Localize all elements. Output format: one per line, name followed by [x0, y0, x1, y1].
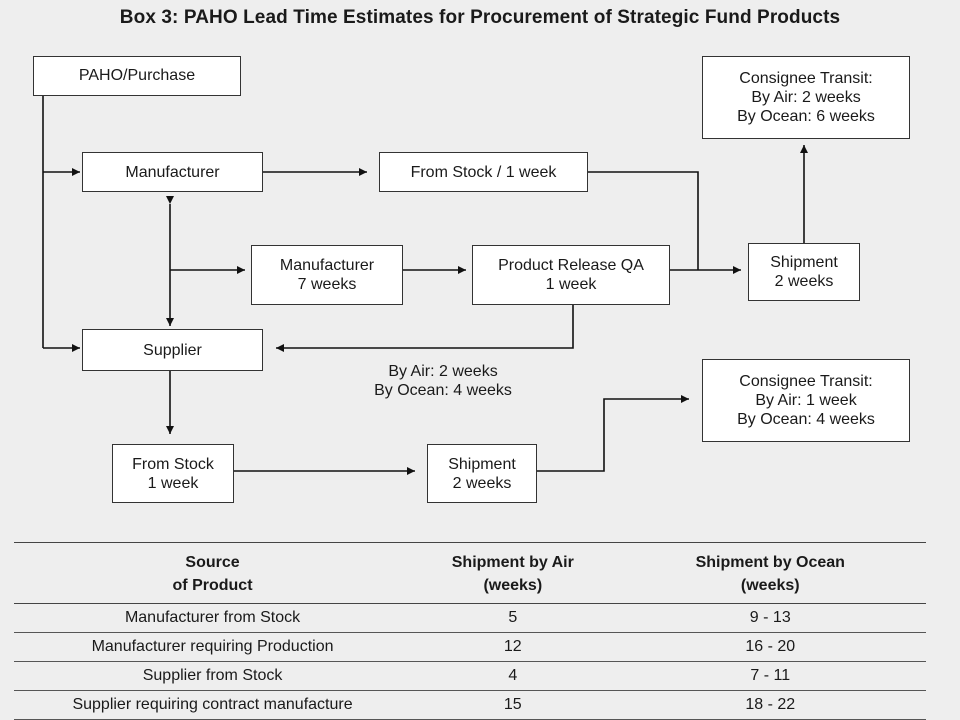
cell-ocean: 16 - 20 — [614, 632, 926, 662]
box-line: 1 week — [545, 276, 597, 293]
box-line: Shipment — [448, 455, 516, 473]
header-line: of Product — [172, 577, 253, 594]
cell-source: Supplier requiring contract manufacture — [14, 690, 412, 720]
cell-ocean: 18 - 22 — [614, 690, 926, 720]
supplier-transit-note: By Air: 2 weeks By Ocean: 4 weeks — [348, 362, 538, 400]
box-shipment-bottom: Shipment 2 weeks — [427, 444, 537, 503]
header-line: Shipment by Ocean — [695, 554, 845, 571]
cell-ocean: 9 - 13 — [614, 603, 926, 633]
box-line: From Stock — [132, 455, 214, 473]
box-line: By Ocean: 6 weeks — [737, 108, 875, 125]
box-line: Consignee Transit: — [739, 70, 873, 87]
table-row: Manufacturer from Stock 5 9 - 13 — [14, 603, 926, 633]
box-line: By Air: 2 weeks — [751, 89, 861, 106]
box-line: 2 weeks — [452, 474, 512, 492]
header-line: (weeks) — [740, 577, 800, 594]
header-line: Source — [185, 554, 240, 571]
box-line: From Stock / 1 week — [410, 163, 557, 181]
cell-ocean: 7 - 11 — [614, 661, 926, 691]
header-line: (weeks) — [483, 577, 543, 594]
box-line: Manufacturer — [125, 163, 220, 181]
note-line: By Ocean: 4 weeks — [374, 382, 512, 399]
box-line: Product Release QA — [498, 257, 644, 274]
note-line: By Air: 2 weeks — [388, 363, 498, 380]
box-line: 2 weeks — [774, 273, 834, 290]
box-manufacturer-7-weeks: Manufacturer 7 weeks — [251, 245, 403, 305]
header-source: Source of Product — [14, 542, 412, 604]
box-line: Supplier — [143, 341, 202, 359]
box-manufacturer: Manufacturer — [82, 152, 263, 192]
box-line: 1 week — [147, 474, 199, 492]
box-paho-purchase: PAHO/Purchase — [33, 56, 241, 96]
box-from-stock-supplier: From Stock 1 week — [112, 444, 234, 503]
header-ocean: Shipment by Ocean (weeks) — [614, 542, 926, 604]
box-product-release-qa: Product Release QA 1 week — [472, 245, 670, 305]
cell-source: Manufacturer requiring Production — [14, 632, 412, 662]
box-consignee-transit-top: Consignee Transit: By Air: 2 weeks By Oc… — [702, 56, 910, 139]
cell-air: 12 — [411, 632, 615, 662]
table-row: Supplier from Stock 4 7 - 11 — [14, 661, 926, 691]
box-supplier: Supplier — [82, 329, 263, 371]
box-line: PAHO/Purchase — [78, 67, 196, 84]
table-header-row: Source of Product Shipment by Air (weeks… — [14, 542, 926, 604]
cell-air: 5 — [411, 603, 615, 633]
box-line: By Air: 1 week — [755, 392, 857, 409]
box-line: By Ocean: 4 weeks — [737, 411, 875, 428]
lead-time-table: Source of Product Shipment by Air (weeks… — [14, 542, 926, 720]
arrow-shipment-to-consignee-bottom — [537, 395, 689, 472]
box-line: Shipment — [770, 254, 838, 271]
box-line: 7 weeks — [297, 276, 357, 293]
box-shipment-top: Shipment 2 weeks — [748, 243, 860, 301]
page-title: Box 3: PAHO Lead Time Estimates for Proc… — [119, 7, 841, 28]
arrow-qa-to-supplier — [276, 304, 574, 352]
cell-air: 15 — [411, 690, 615, 720]
cell-source: Manufacturer from Stock — [14, 603, 412, 633]
header-line: Shipment by Air — [451, 554, 574, 571]
table-row: Manufacturer requiring Production 12 16 … — [14, 632, 926, 662]
cell-source: Supplier from Stock — [14, 661, 412, 691]
connector-from-stock-to-shipment — [588, 171, 699, 270]
box-consignee-transit-bottom: Consignee Transit: By Air: 1 week By Oce… — [702, 359, 910, 442]
box-line: Manufacturer — [279, 257, 375, 274]
box-line: Consignee Transit: — [739, 373, 873, 390]
table-row: Supplier requiring contract manufacture … — [14, 690, 926, 720]
box-from-stock-manufacturer: From Stock / 1 week — [379, 152, 588, 192]
cell-air: 4 — [411, 661, 615, 691]
header-air: Shipment by Air (weeks) — [411, 542, 615, 604]
